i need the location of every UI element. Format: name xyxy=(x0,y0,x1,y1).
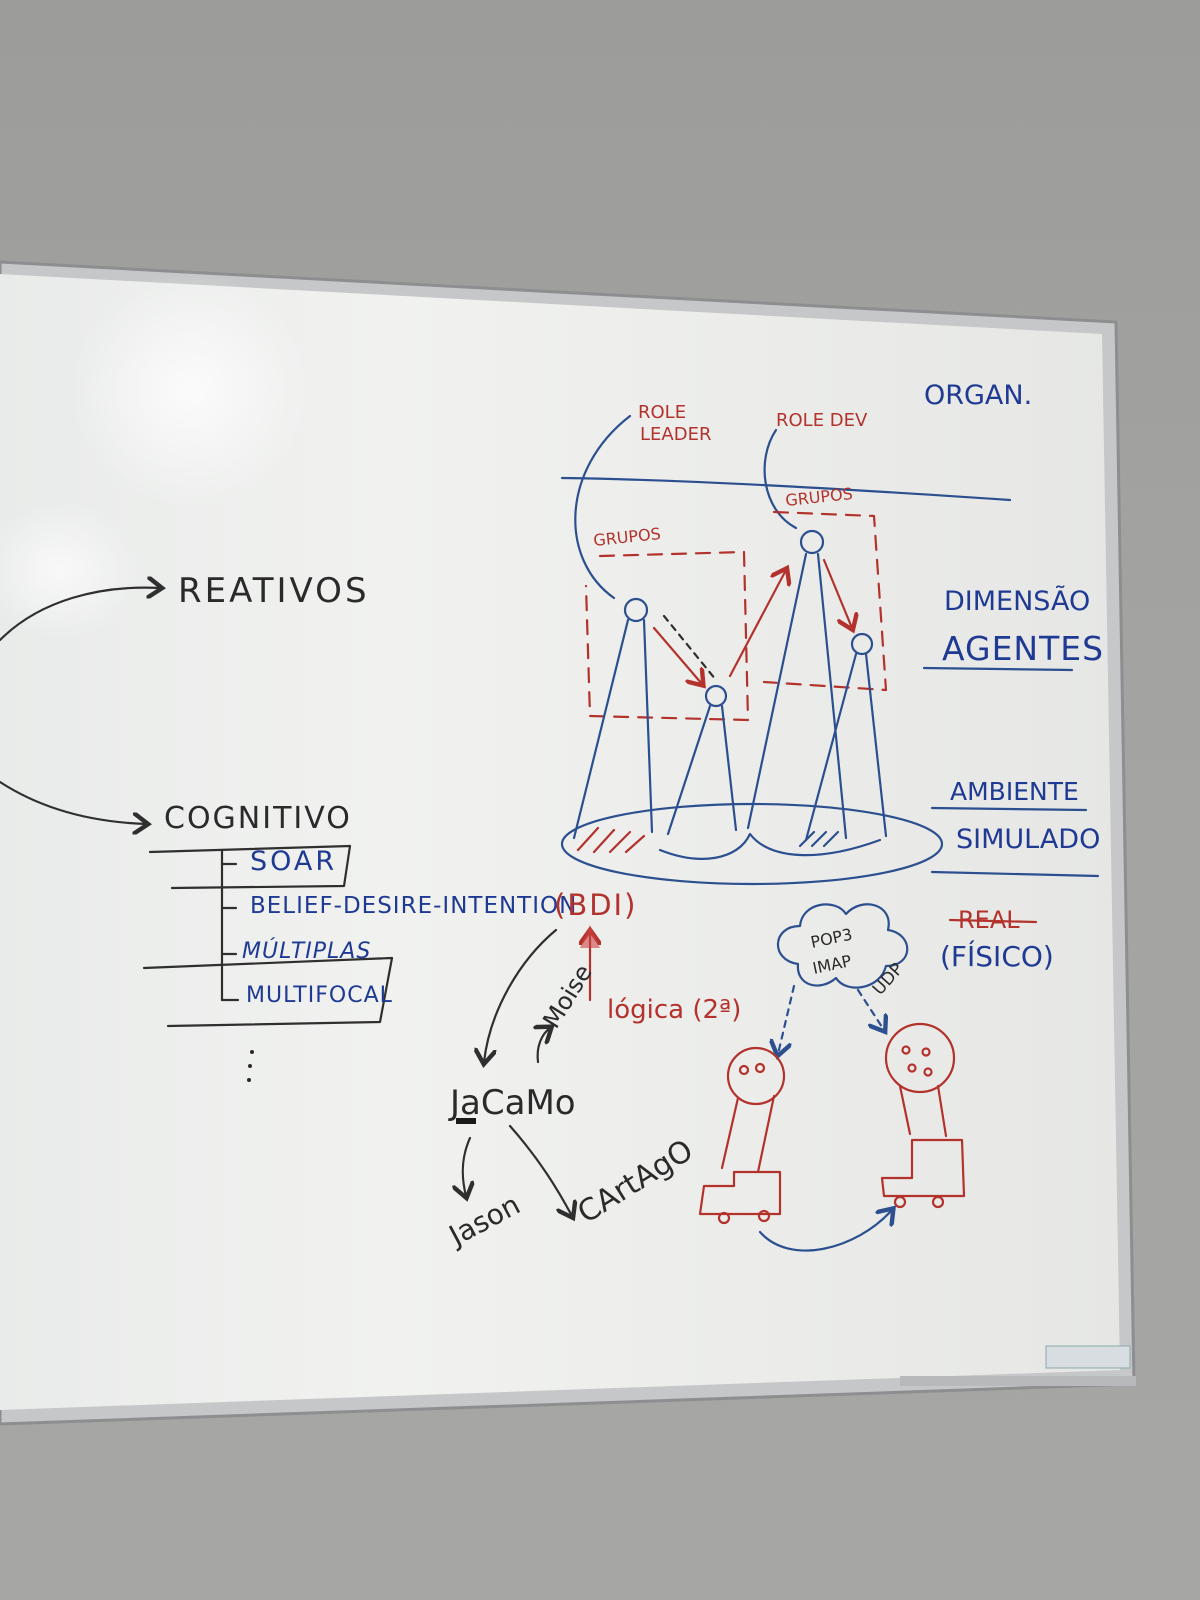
arrow-jacamo-to-jason xyxy=(463,1136,470,1196)
jacamo-underline-mark xyxy=(456,1118,476,1124)
label-fisico: (FÍSICO) xyxy=(940,939,1054,973)
group-left-boundary xyxy=(584,550,750,722)
role-leader-arrow xyxy=(574,414,632,600)
env-inner-divider xyxy=(658,832,882,860)
robot-right-eye-1 xyxy=(901,1045,911,1055)
network-cloud xyxy=(776,903,909,989)
label-cognitivo: COGNITIVO xyxy=(164,801,352,836)
label-reativos: REATIVOS xyxy=(178,571,370,611)
label-organ: ORGAN. xyxy=(924,380,1032,411)
light-glare xyxy=(70,270,310,510)
robot-left-neck xyxy=(720,1094,776,1174)
agent-leader-head xyxy=(623,597,649,623)
agent-right-head xyxy=(850,632,874,656)
robot-right-eye-3 xyxy=(907,1063,917,1073)
arrow-bdi-to-jacamo xyxy=(484,928,558,1062)
arrow-jacamo-to-cartago xyxy=(508,1124,572,1216)
eraser-tray xyxy=(900,1376,1136,1386)
interaction-small-dev xyxy=(728,570,786,678)
hatch-1 xyxy=(576,826,646,854)
label-role-dev: ROLE DEV xyxy=(776,410,868,431)
red-arrowhead-fill xyxy=(580,925,600,948)
ellipsis-dot-1 xyxy=(250,1050,254,1054)
light-glare-2 xyxy=(0,500,140,640)
robot-right-eye-4 xyxy=(923,1067,933,1077)
label-role-leader-1: ROLE xyxy=(638,402,686,423)
label-agentes: AGENTES xyxy=(942,629,1104,668)
organ-divider xyxy=(560,476,1012,502)
agent-dev-head xyxy=(799,529,825,555)
robot-right-neck xyxy=(898,1084,948,1138)
agentes-underline xyxy=(922,666,1074,672)
group-right-boundary xyxy=(762,510,888,692)
ellipsis-dot-2 xyxy=(248,1064,252,1068)
soar-box xyxy=(148,844,352,890)
robot-left-wheel-2 xyxy=(757,1209,771,1223)
role-dev-line xyxy=(763,428,798,530)
ambiente-underline xyxy=(930,806,1088,812)
arrow-jacamo-to-moise xyxy=(538,1028,550,1064)
dashed-link xyxy=(662,614,718,682)
agent-dev-cone xyxy=(746,552,848,840)
real-strikethrough xyxy=(948,918,1038,924)
robot-left-eye-2 xyxy=(754,1062,766,1074)
board-surface xyxy=(0,274,1120,1410)
cloud-link-left xyxy=(778,984,796,1054)
robot-left-body xyxy=(698,1170,782,1216)
tree-item-bdi: BELIEF-DESIRE-INTENTION xyxy=(250,893,577,919)
tree-item-soar: SOAR xyxy=(250,846,337,877)
interaction-leader-small xyxy=(652,626,702,684)
robot-left-wheel-1 xyxy=(717,1211,731,1225)
agent-leader-cone xyxy=(572,618,654,840)
robot-right-wheel-2 xyxy=(931,1195,945,1209)
robot-right-body xyxy=(880,1138,966,1198)
robot-left-head xyxy=(726,1046,786,1106)
tree-item-multiplas: MÚLTIPLAS xyxy=(242,938,371,964)
label-dimensao: DIMENSÃO xyxy=(944,585,1090,617)
arrow-to-cognitivo xyxy=(0,780,146,824)
label-simulado: SIMULADO xyxy=(956,824,1100,855)
label-bdi-abbrev: (BDI) xyxy=(554,888,637,922)
label-role-leader-2: LEADER xyxy=(640,424,711,445)
label-logica: lógica (2ª) xyxy=(607,995,741,1025)
interaction-dev-right xyxy=(822,558,852,628)
agent-small-cone xyxy=(666,704,738,836)
simulado-underline xyxy=(930,870,1100,878)
label-jacamo: JaCaMo xyxy=(448,1083,576,1123)
eraser xyxy=(1045,1345,1131,1369)
arrow-to-reativos xyxy=(0,588,160,642)
cloud-link-right xyxy=(856,988,884,1030)
multifocal-box xyxy=(142,956,394,1028)
agent-right-cone xyxy=(804,652,888,842)
label-ambiente: AMBIENTE xyxy=(950,777,1079,806)
agent-small-head xyxy=(704,684,728,708)
robot-left-eye-1 xyxy=(738,1064,750,1076)
robot-right-eye-2 xyxy=(921,1047,931,1057)
robot-link-arc xyxy=(758,1210,892,1252)
robot-right-head xyxy=(884,1022,956,1094)
tree-item-multifocal: MULTIFOCAL xyxy=(246,983,393,1008)
ellipsis-dot-3 xyxy=(247,1078,251,1082)
robot-right-wheel-1 xyxy=(893,1195,907,1209)
